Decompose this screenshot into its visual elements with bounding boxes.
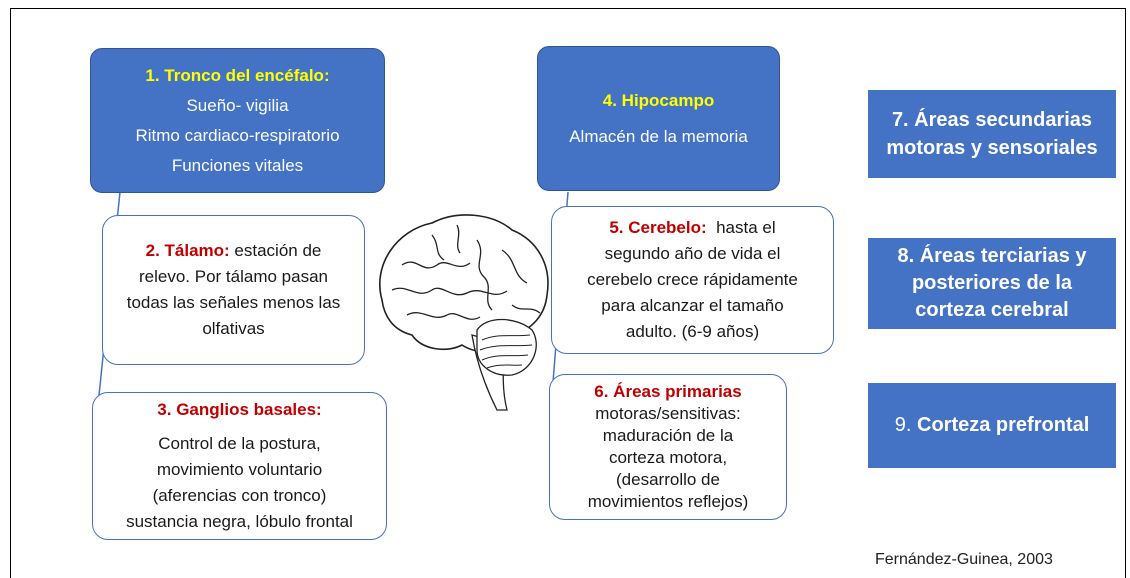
box-line: sustancia negra, lóbulo frontal	[126, 512, 353, 531]
box-title: 3. Ganglios basales:	[157, 400, 322, 419]
box-hipocampo: 4. Hipocampo Almacén de la memoria	[537, 46, 780, 191]
box-line: motoras y sensoriales	[886, 137, 1098, 159]
box-text: hasta el	[706, 218, 776, 237]
box-first-line: 2. Tálamo: estación de	[146, 238, 322, 264]
box-label: Corteza prefrontal	[917, 414, 1090, 436]
box-title: 1. Tronco del encéfalo:	[145, 65, 330, 85]
box-line: Almacén de la memoria	[569, 126, 748, 146]
source-credit: Fernández-Guinea, 2003	[875, 551, 1053, 568]
box-title: 2. Tálamo:	[145, 241, 230, 260]
box-cerebelo: 5. Cerebelo: hasta el segundo año de vid…	[551, 206, 834, 354]
box-tronco-encefalo: 1. Tronco del encéfalo: Sueño- vigilia R…	[90, 48, 385, 193]
box-title: 6. Áreas primarias	[594, 382, 742, 401]
box-areas-primarias: 6. Áreas primarias motoras/sensitivas: m…	[549, 374, 787, 520]
box-text: estación de	[229, 241, 322, 260]
diagram-frame	[10, 8, 1126, 578]
brain-icon	[379, 214, 549, 411]
box-line: movimientos reflejos)	[587, 492, 749, 511]
box-line: Funciones vitales	[171, 155, 304, 175]
box-line: (aferencias con tronco)	[152, 486, 327, 505]
box-line: Sueño- vigilia	[186, 95, 289, 115]
box-line: olfativas	[202, 319, 265, 338]
box-line: movimiento voluntario	[156, 460, 323, 479]
box-ganglios-basales: 3. Ganglios basales: Control de la postu…	[92, 392, 387, 540]
box-title: 5. Cerebelo:	[609, 218, 707, 237]
box-line: 9. Corteza prefrontal	[895, 414, 1090, 437]
box-line: maduración de la	[602, 426, 734, 445]
box-line: adulto. (6-9 años)	[625, 322, 760, 341]
box-line: corteza motora,	[608, 448, 728, 467]
box-areas-secundarias: 7. Áreas secundarias motoras y sensorial…	[868, 90, 1116, 178]
box-title: 4. Hipocampo	[602, 90, 715, 110]
box-talamo: 2. Tálamo: estación de relevo. Por tálam…	[102, 215, 365, 365]
box-line: relevo. Por tálamo pasan	[139, 267, 328, 286]
box-corteza-prefrontal: 9. Corteza prefrontal	[868, 383, 1116, 468]
box-line: para alcanzar el tamaño	[601, 296, 784, 315]
box-line: Ritmo cardiaco-respiratorio	[135, 125, 340, 145]
box-line: 8. Áreas terciarias y	[897, 245, 1087, 267]
box-line: cerebelo crece rápidamente	[587, 270, 798, 289]
box-prefix: 9.	[894, 414, 917, 436]
box-line: motoras/sensitivas:	[595, 404, 741, 423]
box-line: Control de la postura,	[158, 434, 321, 453]
box-line: (desarrollo de	[616, 470, 720, 489]
box-line: corteza cerebral	[915, 299, 1069, 321]
box-line: posteriores de la	[911, 272, 1073, 294]
box-line: todas las señales menos las	[126, 293, 341, 312]
box-areas-terciarias: 8. Áreas terciarias y posteriores de la …	[868, 238, 1116, 329]
box-line: 7. Áreas secundarias	[891, 109, 1093, 131]
box-line: segundo año de vida el	[604, 244, 781, 263]
box-first-line: 5. Cerebelo: hasta el	[609, 215, 775, 241]
